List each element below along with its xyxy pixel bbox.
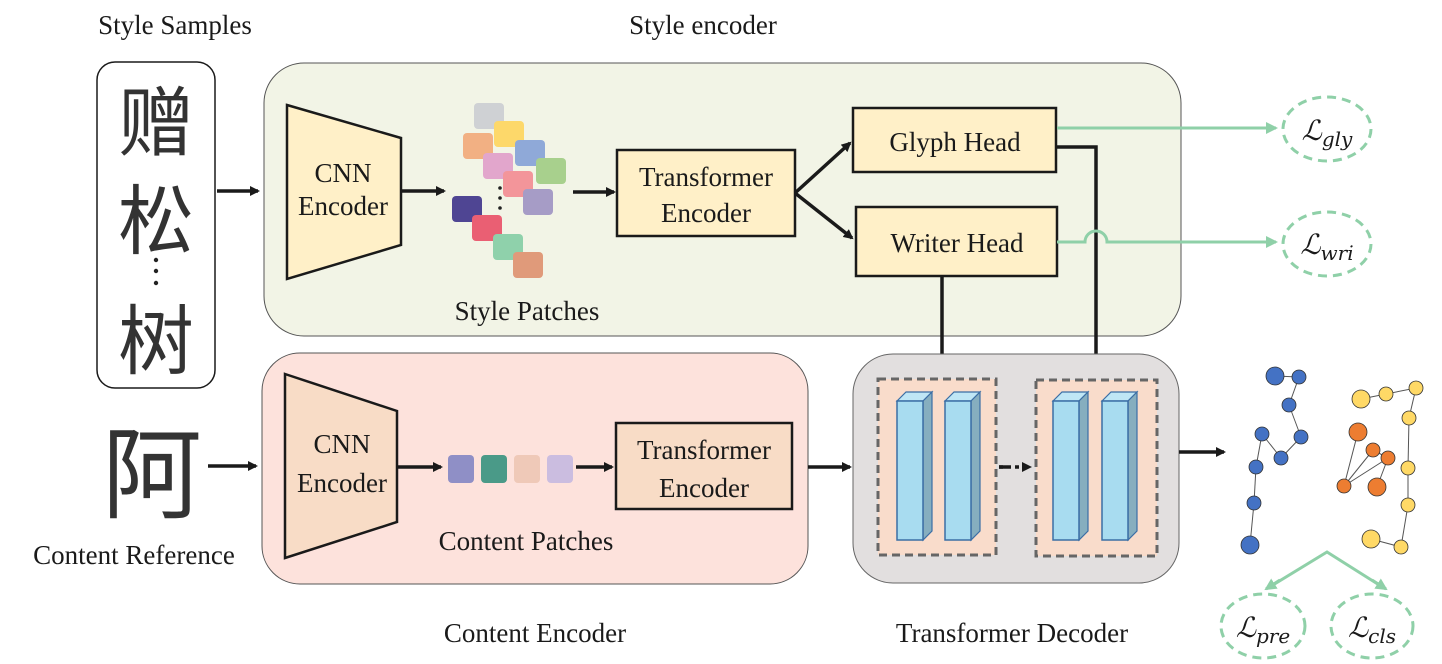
loss-cls: ℒcls [1329, 592, 1415, 660]
style-samples-label: Style Samples [98, 10, 252, 40]
content-transformer-label-line2: Encoder [659, 473, 749, 503]
svg-text:ℒpre: ℒpre [1236, 611, 1290, 648]
blue-trajectory-node [1254, 426, 1270, 442]
blue-trajectory-node [1246, 495, 1262, 511]
orange-trajectory-edge [1343, 457, 1389, 487]
orange-trajectory-edge [1343, 449, 1374, 487]
loss-symbol: ℒ [1236, 611, 1257, 644]
content-patch [547, 455, 573, 483]
loss-subscript: wri [1321, 241, 1354, 265]
svg-text:ℒgly: ℒgly [1302, 114, 1353, 151]
style-cnn-encoder: CNN Encoder [285, 103, 403, 281]
arrow-split [1267, 550, 1385, 590]
yellow-trajectory-node [1401, 410, 1417, 426]
loss-gly: ℒgly [1281, 95, 1373, 163]
style-transformer-label-line2: Encoder [661, 198, 751, 228]
yellow-trajectory-edge [1407, 417, 1410, 469]
content-patches-label: Content Patches [439, 526, 614, 556]
loss-symbol: ℒ [1348, 611, 1369, 644]
arrow-writer-to-loss [1057, 229, 1278, 248]
blue-trajectory-node [1248, 459, 1264, 475]
content-patch [448, 455, 474, 483]
style-patch [472, 215, 502, 241]
arrow-to-loss-pre [1264, 578, 1281, 591]
style-transformer-label-line1: Transformer [639, 162, 773, 192]
content-transformer-encoder: Transformer Encoder [614, 421, 794, 511]
arrow-to-glyph-head [793, 141, 852, 195]
style-patch [523, 189, 553, 215]
orange-trajectory-node [1336, 478, 1352, 494]
style-patch [494, 121, 524, 147]
svg-text:ℒwri: ℒwri [1300, 228, 1353, 265]
style-patches-ellipsis [498, 186, 502, 210]
blue-trajectory-node [1291, 369, 1307, 385]
blue-trajectory-node [1273, 450, 1289, 466]
decoder-layer-bar [895, 390, 934, 542]
content-cnn-label-line1: CNN [313, 429, 370, 459]
style-patch [536, 158, 566, 184]
decoder-layers [895, 390, 1139, 542]
glyph-head-label: Glyph Head [889, 127, 1021, 157]
content-cnn-label-line2: Encoder [297, 468, 387, 498]
loss-subscript: pre [1256, 624, 1290, 648]
content-patch [481, 455, 507, 483]
loss-wri: ℒwri [1281, 210, 1373, 278]
content-transformer-label-line1: Transformer [637, 435, 771, 465]
decoder-layer-bar [943, 390, 982, 542]
writer-head: Writer Head [854, 205, 1059, 278]
style-patches-label: Style Patches [455, 296, 600, 326]
loss-symbol: ℒ [1302, 114, 1323, 147]
arrow-to-loss-cls [1371, 578, 1388, 591]
loss-subscript: cls [1368, 624, 1396, 648]
decoder-layer-bar [1051, 390, 1090, 542]
loss-subscript: gly [1322, 127, 1353, 151]
style-transformer-encoder: Transformer Encoder [615, 148, 797, 238]
blue-trajectory-node [1265, 366, 1285, 386]
loss-pre: ℒpre [1219, 592, 1307, 660]
blue-trajectory-node [1281, 397, 1297, 413]
content-reference-label: Content Reference [33, 540, 235, 570]
blue-trajectory-node [1240, 535, 1260, 555]
writer-head-label: Writer Head [890, 228, 1024, 258]
glyph-head: Glyph Head [851, 106, 1058, 174]
style-cnn-label-line2: Encoder [298, 191, 388, 221]
style-cnn-label-line1: CNN [314, 158, 371, 188]
yellow-trajectory-node [1361, 529, 1381, 549]
output-trajectories [1240, 366, 1424, 555]
yellow-trajectory-node [1400, 460, 1416, 476]
blue-trajectory-node [1293, 429, 1309, 445]
orange-trajectory-node [1367, 477, 1387, 497]
style-sample-char: 赠 [118, 79, 194, 168]
style-sample-char: 树 [118, 297, 194, 386]
svg-text:ℒcls: ℒcls [1348, 611, 1396, 648]
style-sample-char: 松 [118, 177, 194, 266]
decoder-layer-bar [1100, 390, 1139, 542]
style-encoder-label: Style encoder [629, 10, 777, 40]
arrow-to-writer-head [793, 191, 854, 240]
yellow-trajectory-node [1378, 386, 1394, 402]
arrow-glyph-head-to-decoder [1057, 145, 1101, 380]
ellipsis-dots [153, 257, 159, 286]
style-samples-box: 赠 松 树 [96, 61, 216, 389]
content-patch [514, 455, 540, 483]
style-patch [513, 252, 543, 278]
yellow-trajectory-node [1393, 539, 1409, 555]
content-cnn-encoder: CNN Encoder [283, 372, 399, 560]
style-patches [452, 103, 566, 278]
content-reference-char: 阿 [102, 417, 202, 534]
yellow-trajectory-node [1408, 380, 1424, 396]
orange-trajectory-node [1365, 442, 1381, 458]
style-patch [463, 133, 493, 159]
content-encoder-label: Content Encoder [444, 618, 626, 648]
orange-trajectory-node [1380, 450, 1396, 466]
yellow-trajectory-node [1351, 389, 1371, 409]
loss-symbol: ℒ [1300, 228, 1321, 261]
yellow-trajectory-node [1400, 497, 1416, 513]
content-patches [448, 455, 573, 483]
transformer-decoder-label: Transformer Decoder [896, 618, 1128, 648]
orange-trajectory-node [1348, 422, 1368, 442]
